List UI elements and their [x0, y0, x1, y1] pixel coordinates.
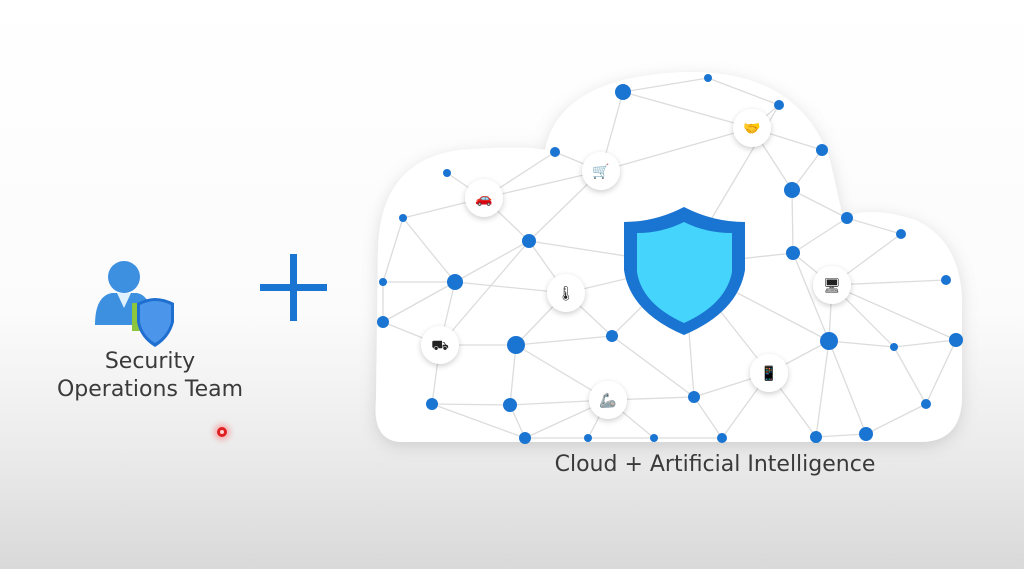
team-label-line1: Security	[104, 349, 196, 374]
shopping-cart-icon: 🛒	[582, 152, 620, 190]
network-node	[784, 182, 800, 198]
network-edge	[893, 339, 957, 348]
network-node	[941, 275, 951, 285]
svg-text:🛒: 🛒	[592, 163, 609, 180]
network-edge	[382, 281, 456, 323]
network-edge	[382, 217, 404, 283]
network-edge	[831, 284, 957, 341]
network-node	[810, 431, 822, 443]
svg-text:🚗: 🚗	[475, 191, 492, 207]
network-node	[443, 169, 451, 177]
network-edge	[865, 403, 927, 435]
network-edge	[439, 240, 530, 346]
team-label-line2: Operations Team	[56, 377, 244, 402]
network-edge	[693, 396, 723, 439]
network-edge	[815, 340, 830, 438]
network-node	[841, 212, 853, 224]
svg-text:🌡: 🌡	[557, 286, 575, 302]
network-node	[717, 433, 727, 443]
network-node	[650, 434, 658, 442]
security-operations-team-label: Security Operations Team	[30, 348, 270, 404]
network-node	[606, 330, 618, 342]
network-node	[615, 84, 631, 100]
handshake-icon: 🤝	[733, 109, 771, 147]
shield-icon	[624, 207, 745, 335]
network-node	[399, 214, 407, 222]
network-edge	[815, 433, 867, 438]
network-node	[704, 74, 712, 82]
network-edge	[431, 403, 511, 406]
car-icon: 🚗	[465, 179, 503, 217]
network-node	[921, 399, 931, 409]
thermometer-icon: 🌡	[547, 274, 585, 312]
network-node	[379, 278, 387, 286]
network-node	[859, 427, 873, 441]
network-node	[550, 147, 560, 157]
network-edge	[893, 346, 927, 405]
phone-icon: 📱	[750, 354, 788, 392]
svg-text:⛟: ⛟	[431, 338, 449, 354]
network-node	[949, 333, 963, 347]
network-node	[774, 100, 784, 110]
network-edge	[831, 279, 947, 286]
network-edge	[454, 240, 530, 283]
network-node	[688, 391, 700, 403]
plus-icon	[260, 254, 327, 321]
network-edge	[483, 170, 602, 199]
svg-text:🖥: 🖥	[823, 277, 841, 294]
network-node	[426, 398, 438, 410]
network-edge	[402, 217, 456, 283]
network-edge	[925, 339, 957, 405]
network-edge	[515, 335, 613, 346]
cloud-ai-label: Cloud + Artificial Intelligence	[554, 452, 876, 477]
robot-arm-icon: 🦾	[589, 381, 627, 419]
network-edge	[791, 189, 848, 219]
network-node	[522, 234, 536, 248]
network-node	[503, 398, 517, 412]
network-edge	[792, 217, 848, 254]
network-edge	[622, 91, 753, 129]
svg-text:🦾: 🦾	[599, 392, 616, 409]
network-node	[896, 229, 906, 239]
svg-text:📱: 📱	[760, 365, 777, 382]
network-edge	[846, 217, 902, 235]
network-node	[890, 343, 898, 351]
network-node	[507, 336, 525, 354]
svg-text:🤝: 🤝	[743, 121, 760, 137]
network-edge	[791, 149, 823, 191]
laser-pointer-dot	[217, 427, 227, 437]
network-node	[377, 316, 389, 328]
network-edge	[611, 335, 695, 398]
network-edge	[828, 340, 895, 348]
network-edge	[828, 340, 867, 435]
network-node	[820, 332, 838, 350]
network-edge	[791, 189, 794, 254]
network-node	[447, 274, 463, 290]
network-edge	[707, 77, 780, 106]
network-edge	[792, 252, 830, 342]
network-edge	[431, 403, 526, 439]
network-edge	[600, 127, 753, 172]
network-node	[786, 246, 800, 260]
network-node	[816, 144, 828, 156]
network-edge	[622, 77, 709, 93]
forklift-icon: ⛟	[421, 326, 459, 364]
network-node	[519, 432, 531, 444]
network-edge	[509, 344, 517, 406]
monitor-icon: 🖥	[813, 266, 851, 304]
network-node	[584, 434, 592, 442]
